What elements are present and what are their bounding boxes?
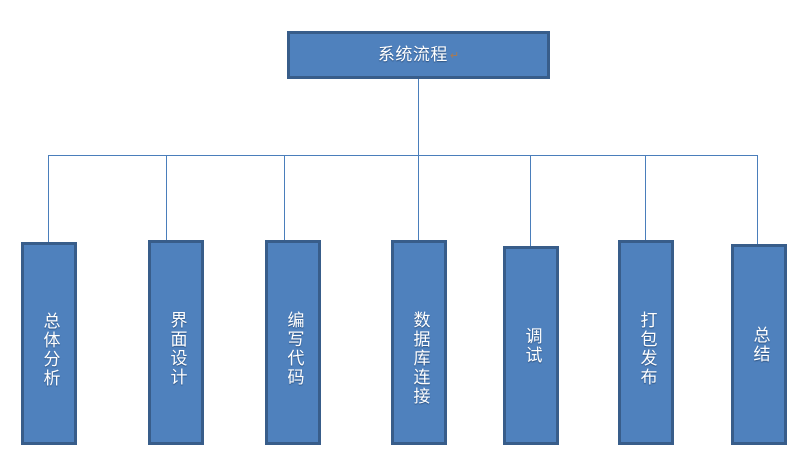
node-leaf-ui-design[interactable]: 界面设计 xyxy=(148,240,204,445)
node-leaf-label-6: 打包发布 xyxy=(636,310,657,387)
connector-root-stem xyxy=(418,79,419,156)
node-root-label: 系统流程 xyxy=(377,44,448,65)
node-root-system-flow[interactable]: 系统流程↵ xyxy=(287,31,550,79)
connector-drop-4 xyxy=(418,155,419,248)
node-leaf-write-code[interactable]: 编写代码 xyxy=(265,240,321,445)
node-leaf-label-4: 数据库连接 xyxy=(409,310,430,406)
connector-drop-1 xyxy=(48,155,49,248)
connector-drop-5 xyxy=(530,155,531,248)
node-leaf-overall-analysis[interactable]: 总体分析 xyxy=(21,242,77,445)
node-leaf-package-release[interactable]: 打包发布 xyxy=(618,240,674,445)
node-leaf-label-3: 编写代码 xyxy=(283,310,304,387)
connector-drop-7 xyxy=(757,155,758,248)
node-leaf-label-5: 调试 xyxy=(521,326,542,365)
connector-horizontal-bus xyxy=(48,155,758,156)
connector-drop-6 xyxy=(645,155,646,248)
node-leaf-label-2: 界面设计 xyxy=(166,310,187,387)
return-mark-icon: ↵ xyxy=(449,48,460,62)
connector-drop-2 xyxy=(166,155,167,248)
node-leaf-debug[interactable]: 调试 xyxy=(503,246,559,445)
node-leaf-label-1: 总体分析 xyxy=(39,311,60,388)
node-leaf-summary[interactable]: 总结 xyxy=(731,244,787,445)
node-leaf-database-connection[interactable]: 数据库连接 xyxy=(391,240,447,445)
node-leaf-label-7: 总结 xyxy=(749,325,770,364)
connector-drop-3 xyxy=(284,155,285,248)
